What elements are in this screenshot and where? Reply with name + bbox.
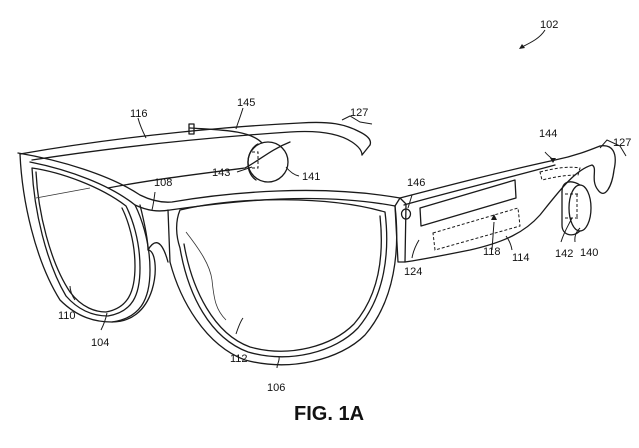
near-temple-arm [399,145,616,263]
ref-110: 110 [58,310,76,322]
ref-102: 102 [540,19,558,31]
ref-124: 124 [404,266,422,278]
arrowhead-118 [491,214,497,220]
arrowhead-102 [519,44,525,49]
ref-146: 146 [407,177,425,189]
ref-104: 104 [91,337,109,349]
ref-127-near: 127 [613,137,631,149]
figure-caption: FIG. 1A [294,403,364,425]
ref-143: 143 [212,167,230,179]
ref-116: 116 [130,108,148,120]
ref-141: 141 [302,171,320,183]
ref-127-far: 127 [350,107,368,119]
ref-144: 144 [539,128,557,140]
ref-106: 106 [267,382,285,394]
front-frame [17,141,401,263]
hinge [394,197,412,263]
left-lens-rim [19,153,156,323]
ref-108: 108 [154,177,172,189]
far-earpiece [188,123,289,183]
ref-112: 112 [230,353,248,365]
arrowhead-144 [550,158,556,163]
ref-114: 114 [512,252,530,264]
right-lens-rim [169,199,398,366]
leader-lines [69,29,627,369]
far-temple-arm [19,121,372,161]
ref-145: 145 [237,97,255,109]
near-earpiece [561,181,592,236]
ref-142: 142 [555,248,573,260]
ref-118: 118 [483,246,501,258]
ref-140: 140 [580,247,598,259]
